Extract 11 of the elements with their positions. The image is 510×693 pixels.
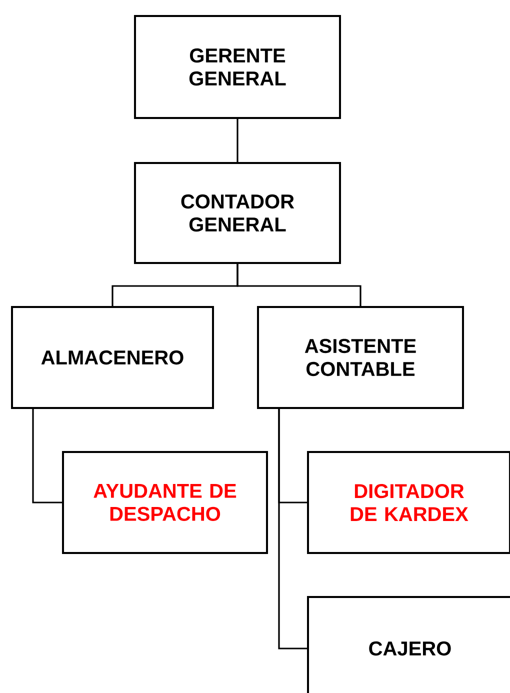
role-box: ASISTENTE CONTABLE (257, 306, 464, 409)
role-box: ALMACENERO (11, 306, 214, 409)
role-box: AYUDANTE DE DESPACHO (62, 451, 268, 554)
connector-line (236, 119, 238, 162)
role-box: GERENTE GENERAL (134, 15, 341, 119)
role-box: DIGITADOR DE KARDEX (307, 451, 510, 554)
connector-line (236, 264, 362, 306)
connector-line (278, 408, 307, 650)
role-box: CAJERO (307, 596, 510, 693)
role-box: CONTADOR GENERAL (134, 162, 341, 264)
connector-line (32, 408, 62, 504)
